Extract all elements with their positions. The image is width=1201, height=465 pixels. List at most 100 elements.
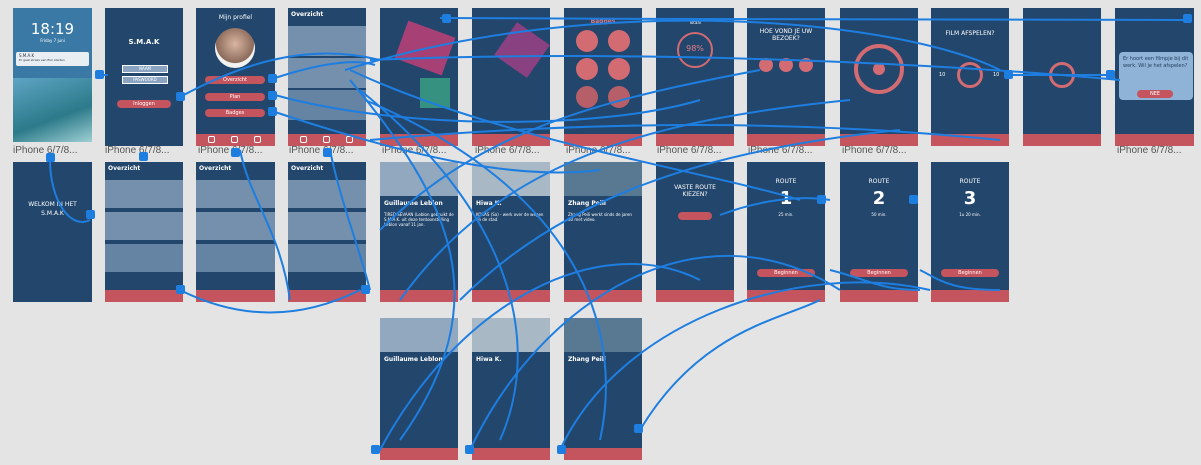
artboard-route-3[interactable]: ROUTE 3 1u 20 min. Beginnen [931, 162, 1009, 302]
artboard-camera-2[interactable] [472, 8, 550, 146]
neutral-face-icon[interactable] [779, 58, 793, 72]
link-hotspot[interactable] [323, 148, 332, 157]
link-hotspot[interactable] [1004, 70, 1013, 79]
profile-tab-icon[interactable] [208, 136, 215, 143]
artboard-route-1[interactable]: ROUTE 1 25 min. Beginnen [747, 162, 825, 302]
list-item[interactable] [105, 180, 183, 208]
link-hotspot[interactable] [634, 424, 643, 433]
skip-back-label[interactable]: 10 [939, 72, 946, 78]
list-item[interactable] [288, 58, 366, 88]
artboard-overview[interactable]: Overzicht [288, 8, 366, 146]
link-hotspot[interactable] [231, 148, 240, 157]
profile-tab-icon[interactable] [300, 136, 307, 143]
list-item[interactable] [288, 180, 366, 208]
tab-bar [196, 134, 275, 146]
calendar-tab-icon[interactable] [346, 136, 353, 143]
artboard-popup[interactable]: Er hoort een filmpje bij dit werk. Wil j… [1115, 8, 1194, 146]
camera-tab-icon[interactable] [323, 136, 330, 143]
artboard-lock-screen[interactable]: 18:19 Friday 7 juni S.M.A.K Er gaat stra… [13, 8, 92, 142]
route-choose-button[interactable] [678, 212, 712, 220]
artboard-artist-guillaume-detail[interactable]: Guillaume Leblon [380, 318, 458, 460]
skip-forward-label[interactable]: 10 [993, 72, 1000, 78]
link-hotspot[interactable] [176, 285, 185, 294]
list-item[interactable] [196, 212, 275, 240]
link-hotspot[interactable] [176, 92, 185, 101]
link-hotspot[interactable] [139, 152, 148, 161]
link-hotspot[interactable] [817, 195, 826, 204]
avatar [215, 28, 255, 68]
play-button[interactable] [1049, 62, 1075, 88]
tab-bar [931, 134, 1009, 146]
artboard-artist-hiwa-detail[interactable]: Hiwa K. [472, 318, 550, 460]
link-hotspot[interactable] [442, 14, 451, 23]
happy-face-icon[interactable] [759, 58, 773, 72]
artboard-profile[interactable]: Mijn profiel Overzicht Plan Badges [196, 8, 275, 146]
route-number: 2 [872, 188, 886, 209]
artboard-login[interactable]: S.M.A.K NAAM PASWOORD Inloggen [105, 8, 183, 146]
badges-button[interactable]: Badges [205, 109, 265, 117]
artboard-welcome[interactable]: WELKOM IN HET S.M.A.K [13, 162, 92, 302]
artboard-film-2[interactable] [1023, 8, 1101, 146]
artboard-artist-guillaume[interactable]: Guillaume Leblon TIRED SEVAAN (Leblon ge… [380, 162, 458, 302]
login-button[interactable]: Inloggen [117, 100, 171, 108]
link-hotspot[interactable] [371, 445, 380, 454]
link-hotspot[interactable] [1106, 70, 1115, 79]
artboard-route-choose[interactable]: VASTE ROUTE KIEZEN? [656, 162, 734, 302]
lock-time: 18:19 [30, 20, 75, 38]
link-hotspot[interactable] [465, 445, 474, 454]
artwork-image [472, 162, 550, 196]
artboard-artist-hiwa[interactable]: Hiwa K. KOKAS (Sa) - werk over de wegen … [472, 162, 550, 302]
badge [576, 30, 598, 52]
link-hotspot[interactable] [95, 70, 104, 79]
link-hotspot[interactable] [268, 74, 277, 83]
list-item[interactable] [196, 244, 275, 272]
link-hotspot[interactable] [361, 285, 370, 294]
notification-card[interactable]: S.M.A.K Er gaat straks een film starten [16, 52, 89, 66]
link-hotspot[interactable] [86, 210, 95, 219]
artboard-overview-c[interactable]: Overzicht [288, 162, 366, 302]
artist-name: Guillaume Leblon [384, 356, 443, 363]
artboard-camera[interactable] [380, 8, 458, 146]
start-route-button[interactable]: Beginnen [757, 269, 815, 277]
list-item[interactable] [288, 244, 366, 272]
review-title: HOE VOND JE UW BEZOEK? [759, 28, 813, 42]
tab-bar [105, 290, 183, 302]
password-field[interactable]: PASWOORD [122, 76, 168, 84]
play-button[interactable] [957, 62, 983, 88]
artboard-artist-zhang[interactable]: Zhang Peili Zhang Peili werkt sinds de j… [564, 162, 642, 302]
artist-name: Zhang Peili [568, 200, 606, 207]
link-hotspot[interactable] [46, 153, 55, 162]
list-item[interactable] [288, 26, 366, 56]
camera-tab-icon[interactable] [231, 136, 238, 143]
artboard-label: iPhone 6/7/8... [657, 145, 722, 156]
overview-button[interactable]: Overzicht [205, 76, 265, 84]
artboard-route-2[interactable]: ROUTE 2 50 min. Beginnen [840, 162, 918, 302]
artboard-overview-b[interactable]: Overzicht [196, 162, 275, 302]
list-item[interactable] [196, 180, 275, 208]
start-route-button[interactable]: Beginnen [850, 269, 908, 277]
sad-face-icon[interactable] [799, 58, 813, 72]
link-hotspot[interactable] [909, 195, 918, 204]
artboard-review[interactable]: HOE VOND JE UW BEZOEK? [747, 8, 825, 146]
artboard-badges[interactable]: Badges [564, 8, 642, 146]
artboard-overview-a[interactable]: Overzicht [105, 162, 183, 302]
plan-button[interactable]: Plan [205, 93, 265, 101]
popup-no-button[interactable]: NEE [1137, 90, 1173, 98]
link-hotspot[interactable] [1183, 14, 1192, 23]
start-route-button[interactable]: Beginnen [941, 269, 999, 277]
link-hotspot[interactable] [268, 91, 277, 100]
artboard-rating[interactable] [840, 8, 918, 146]
calendar-tab-icon[interactable] [254, 136, 261, 143]
name-field[interactable]: NAAM [122, 65, 168, 73]
artboard-tickets[interactable]: Totaal 98% [656, 8, 734, 146]
tickets-percent: 98% [686, 44, 704, 53]
list-item[interactable] [288, 212, 366, 240]
list-item[interactable] [105, 212, 183, 240]
list-item[interactable] [105, 244, 183, 272]
artboard-film[interactable]: FILM AFSPELEN? 10 10 [931, 8, 1009, 146]
link-hotspot[interactable] [268, 107, 277, 116]
link-hotspot[interactable] [557, 445, 566, 454]
list-item[interactable] [288, 90, 366, 120]
artboard-label: iPhone 6/7/8... [475, 145, 540, 156]
artboard-artist-zhang-detail[interactable]: Zhang Peili [564, 318, 642, 460]
